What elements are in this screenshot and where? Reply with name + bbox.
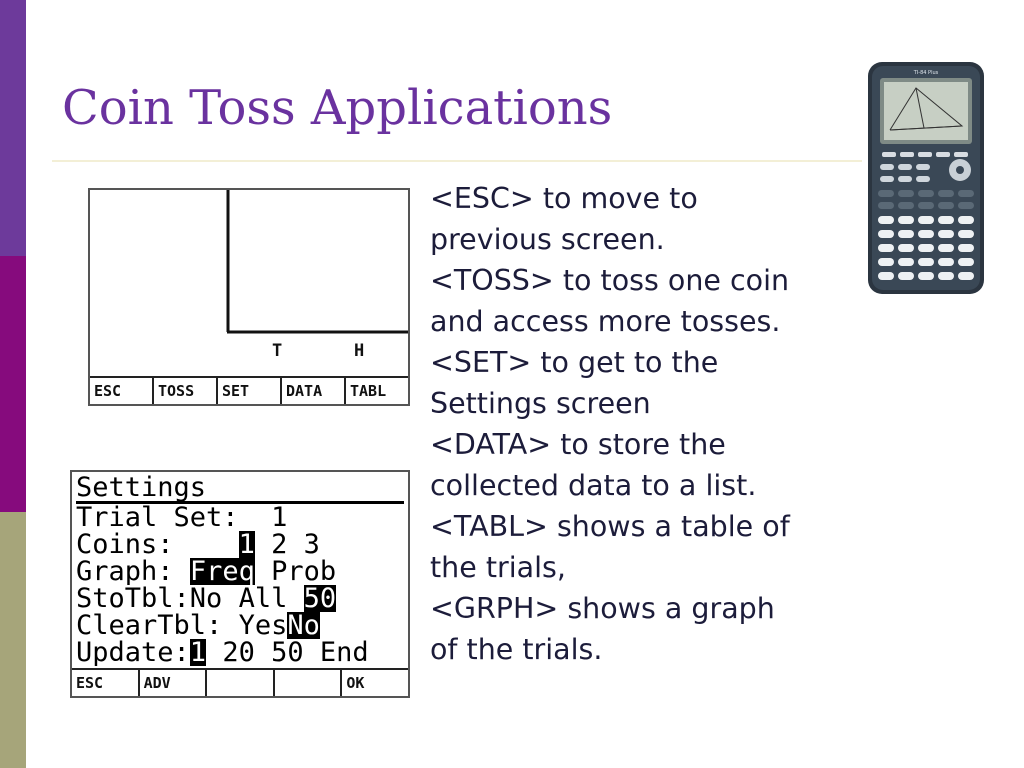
setting-value: End bbox=[319, 639, 369, 666]
setting-value: No bbox=[189, 585, 223, 612]
setting-value: 3 bbox=[303, 531, 320, 558]
instruction-line: <GRPH> shows a graph bbox=[430, 592, 775, 625]
setting-label: Trial Set: bbox=[76, 504, 239, 531]
instruction-line: the trials, bbox=[430, 551, 566, 584]
instruction-line: collected data to a list. bbox=[430, 469, 757, 502]
setting-label: Update: bbox=[76, 639, 190, 666]
setting-value: 50 bbox=[271, 639, 304, 666]
settings-title: Settings bbox=[76, 474, 404, 504]
x-label-heads: H bbox=[354, 341, 364, 361]
instruction-line: previous screen. bbox=[430, 223, 665, 256]
menu-key-esc: ESC bbox=[94, 382, 122, 400]
instructions-text: <ESC> to move to previous screen. <TOSS>… bbox=[430, 178, 870, 670]
accent-band-middle bbox=[0, 256, 26, 512]
setting-value-selected: 1 bbox=[238, 531, 255, 558]
setting-value: Yes bbox=[238, 612, 288, 639]
graphing-calculator-icon: TI-84 Plus bbox=[864, 60, 988, 296]
calculator-model-label: TI-84 Plus bbox=[913, 70, 939, 76]
instruction-line: <ESC> to move to bbox=[430, 182, 698, 215]
setting-value: 1 bbox=[271, 504, 288, 531]
setting-value-selected: Freq bbox=[189, 558, 255, 585]
graph-area: T H bbox=[226, 190, 408, 361]
menu-key-blank bbox=[272, 670, 341, 696]
menu-key-esc: ESC bbox=[76, 674, 104, 692]
setting-value: 20 bbox=[222, 639, 255, 666]
setting-label: Coins: bbox=[76, 531, 174, 558]
menu-key-ok: OK bbox=[340, 670, 408, 696]
settings-lines: Settings Trial Set: 1 Coins: 1 2 3 Graph… bbox=[76, 474, 404, 666]
menu-key-tabl: TABL bbox=[344, 378, 408, 404]
x-label-tails: T bbox=[272, 341, 282, 361]
accent-band-top bbox=[0, 0, 26, 256]
setting-value: All bbox=[238, 585, 288, 612]
menu-key-toss: TOSS bbox=[152, 378, 216, 404]
settings-row-graph: Graph: Freq Prob bbox=[76, 558, 404, 585]
instruction-line: <TABL> shows a table of bbox=[430, 510, 790, 543]
instruction-line: and access more tosses. bbox=[430, 305, 781, 338]
graph-screen: T H ESC TOSS SET DATA TABL bbox=[88, 188, 410, 406]
settings-row-cleartbl: ClearTbl: YesNo bbox=[76, 612, 404, 639]
settings-row-update: Update:1 20 50 End bbox=[76, 639, 404, 666]
menu-key-blank bbox=[205, 670, 273, 696]
instruction-line: <SET> to get to the bbox=[430, 346, 719, 379]
setting-value-selected: 1 bbox=[189, 639, 207, 666]
settings-row-trial-set: Trial Set: 1 bbox=[76, 504, 404, 531]
accent-band-bottom bbox=[0, 512, 26, 768]
settings-row-coins: Coins: 1 2 3 bbox=[76, 531, 404, 558]
setting-label: StoTbl: bbox=[76, 585, 190, 612]
settings-screen: Settings Trial Set: 1 Coins: 1 2 3 Graph… bbox=[70, 470, 410, 698]
instruction-line: <TOSS> to toss one coin bbox=[430, 264, 790, 297]
title-divider bbox=[52, 160, 862, 162]
instruction-line: of the trials. bbox=[430, 633, 603, 666]
menu-key-set: SET bbox=[216, 378, 280, 404]
menu-key-data: DATA bbox=[280, 378, 344, 404]
setting-value-selected: No bbox=[287, 612, 320, 639]
menu-key-adv: ADV bbox=[137, 670, 206, 696]
settings-menu-bar: ESC ADV OK bbox=[72, 668, 408, 696]
settings-row-stotbl: StoTbl:No All 50 bbox=[76, 585, 404, 612]
instruction-line: <DATA> to store the bbox=[430, 428, 726, 461]
setting-value: Prob bbox=[271, 558, 337, 585]
graph-menu-bar: ESC TOSS SET DATA TABL bbox=[90, 376, 408, 404]
setting-value-selected: 50 bbox=[303, 585, 337, 612]
setting-label: Graph: bbox=[76, 558, 174, 585]
setting-value: 2 bbox=[271, 531, 288, 558]
instruction-line: Settings screen bbox=[430, 387, 651, 420]
slide-title: Coin Toss Applications bbox=[62, 80, 613, 136]
setting-label: ClearTbl: bbox=[76, 612, 223, 639]
